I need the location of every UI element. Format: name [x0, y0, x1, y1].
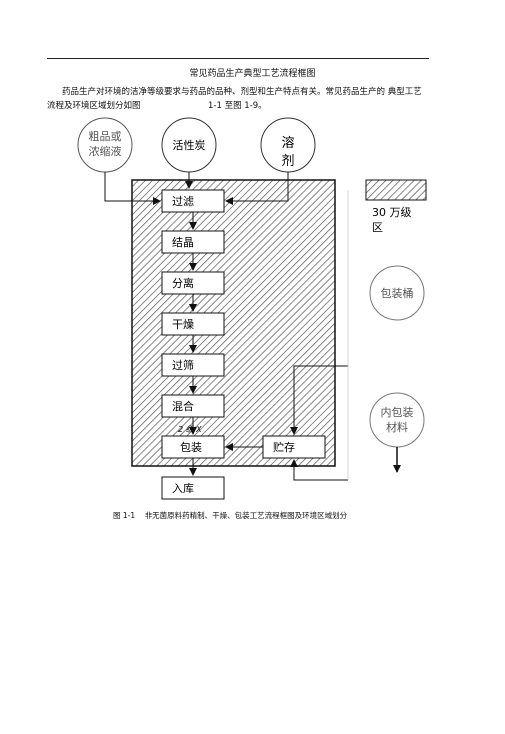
step-storage: 贮存	[262, 435, 326, 459]
svg-text:材料: 材料	[386, 420, 408, 434]
svg-text:包装桶: 包装桶	[381, 286, 414, 300]
svg-text:包装: 包装	[180, 441, 202, 454]
legend-label-2: 区	[372, 221, 383, 234]
figure-caption: 图 1-1 非无菌原料药精制、干燥、包装工艺流程框图及环境区域划分	[113, 510, 347, 521]
step-pack: 包装	[161, 435, 225, 459]
step-dry: 干燥	[161, 312, 225, 336]
svg-text:分离: 分离	[172, 276, 194, 290]
svg-text:结晶: 结晶	[172, 236, 194, 249]
barrel-circle: 包装桶	[369, 265, 425, 321]
intro-line-1: 药品生产对环境的洁净等级要求与药品的品种、剂型和生产特点有关。常见药品生产的 典…	[62, 87, 422, 97]
barrel-to-storage-arrow	[290, 365, 348, 435]
input-carbon-circle: 活性炭	[161, 117, 217, 173]
input-crude-circle: 粗品或 浓缩液	[77, 117, 133, 173]
svg-text:混合: 混合	[172, 399, 194, 413]
carbon-label: 活性炭	[173, 138, 206, 152]
step-separate: 分离	[161, 271, 225, 295]
legend-label-1: 30 万级	[372, 206, 412, 219]
svg-text:内包装: 内包装	[381, 405, 414, 419]
crude-to-filter-arrow	[104, 172, 161, 205]
step-sieve: 过筛	[161, 353, 225, 377]
page-title: 常见药品生产典型工艺流程框图	[189, 69, 316, 79]
svg-text:过滤: 过滤	[172, 195, 194, 208]
step-filter: 过滤	[161, 189, 225, 213]
solvent-to-filter-arrow	[225, 172, 289, 205]
intro-line-2a: 流程及环境区域划分如图	[47, 101, 141, 111]
svg-text:入库: 入库	[172, 482, 194, 495]
step-warehouse: 入库	[161, 476, 225, 500]
svg-text:贮存: 贮存	[273, 440, 295, 454]
header-rule	[47, 58, 429, 59]
figure-caption-text: 非无菌原料药精制、干燥、包装工艺流程框图及环境区域划分	[144, 511, 348, 520]
crude-label-2: 浓缩液	[89, 144, 122, 158]
svg-text:干燥: 干燥	[172, 318, 194, 331]
step-mix: 混合	[161, 394, 225, 418]
input-solvent-circle: 溶 剂	[260, 117, 316, 173]
solvent-label-1: 溶	[281, 136, 294, 151]
crude-label-1: 粗品或	[89, 130, 122, 143]
inner-material-circle: 内包装 材料	[369, 392, 425, 448]
solvent-label-2: 剂	[281, 154, 294, 169]
svg-text:过筛: 过筛	[172, 358, 194, 372]
material-to-storage-arrow	[290, 459, 348, 481]
step-crystallize: 结晶	[161, 230, 225, 254]
legend-swatch	[365, 179, 427, 201]
small-grade-label: 2 级 X	[178, 425, 202, 434]
figure-number: 图 1-1	[113, 511, 136, 520]
intro-line-2b: 1-1 至图 1-9。	[208, 101, 267, 111]
